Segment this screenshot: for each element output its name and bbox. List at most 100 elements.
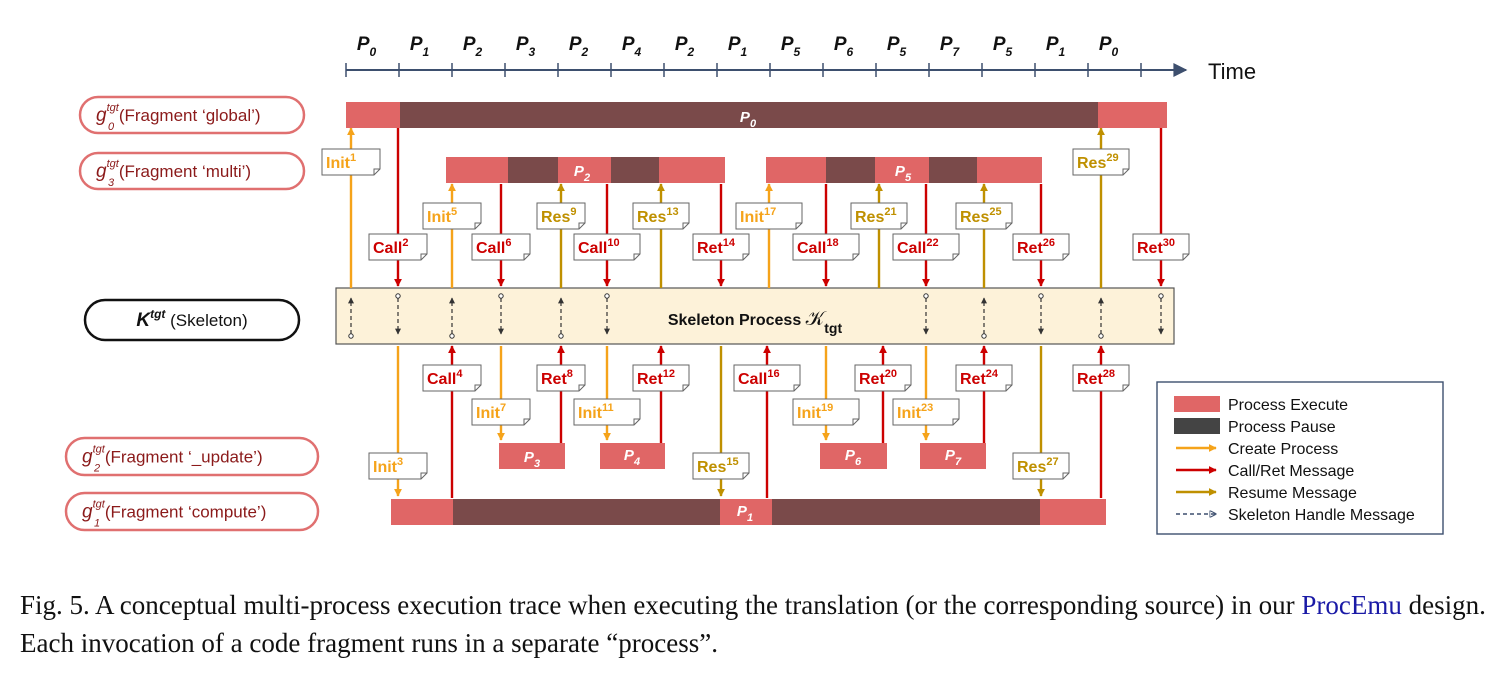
message-label-call-22: Call22 <box>892 233 960 261</box>
legend-item-box: Process Pause <box>1174 418 1336 436</box>
message-label-fold <box>904 384 911 391</box>
process-bar-label: P0 <box>740 109 757 130</box>
message-label-box <box>955 202 1013 230</box>
message-label-init-5: Init5 <box>422 202 482 230</box>
message-label-fold <box>1062 253 1069 260</box>
message-label-fold <box>1062 472 1069 479</box>
fragment-pill-subscript: 1 <box>94 518 100 530</box>
message-label-text: Init11 <box>578 402 614 422</box>
caption-link-procemu[interactable]: ProcEmu <box>1301 590 1402 620</box>
skeleton-handle-dot <box>981 333 987 339</box>
time-slot-label: P5 <box>887 34 907 59</box>
fragment-pill-g3: gtgt(Fragment ‘multi’)3 <box>78 151 306 191</box>
fragment-pill-subscript: 0 <box>108 121 115 133</box>
process-execute-segment <box>391 499 453 525</box>
message-label-fold <box>682 222 689 229</box>
process-bar-label: P3 <box>524 449 540 470</box>
message-label-box <box>850 202 908 230</box>
fragment-pill-border <box>78 95 306 135</box>
legend-label: Create Process <box>1228 441 1338 458</box>
fragment-pill-text: gtgt(Fragment ‘compute’) <box>82 499 266 523</box>
process-pause-segment <box>453 499 720 525</box>
message-label-fold <box>742 253 749 260</box>
message-label-fold <box>795 222 802 229</box>
message-label-fold <box>952 253 959 260</box>
process-execute-segment <box>1098 102 1167 128</box>
legend-label: Call/Ret Message <box>1228 463 1354 480</box>
process-bar-P4: P4 <box>600 443 665 469</box>
message-label-box <box>792 233 860 261</box>
message-label-fold <box>900 222 907 229</box>
process-execute-segment <box>1040 499 1106 525</box>
message-label-fold <box>952 418 959 425</box>
skeleton-handle-dot <box>348 333 354 339</box>
skeleton-handle-dot <box>1158 293 1164 299</box>
legend-item-arrow: Resume Message <box>1176 485 1357 502</box>
time-slot-label: P2 <box>569 34 589 59</box>
message-label-text: Init19 <box>797 402 833 422</box>
message-label-fold <box>852 418 859 425</box>
process-execute-segment <box>766 157 826 183</box>
message-label-text: Ret26 <box>1017 237 1055 257</box>
message-label-init-11: Init11 <box>573 398 641 426</box>
time-slot-label: P0 <box>357 34 377 59</box>
process-execute-segment <box>875 157 929 183</box>
message-label-text: Ret24 <box>960 368 999 388</box>
fragment-pill-k: Ktgt (Skeleton) <box>83 298 301 342</box>
message-label-text: Init7 <box>476 402 506 422</box>
process-bar-P2: P2 <box>446 157 725 184</box>
process-bar-P0: P0 <box>346 102 1167 130</box>
message-label-fold <box>523 418 530 425</box>
message-label-box <box>735 202 803 230</box>
message-label-res-29: Res29 <box>1072 148 1130 176</box>
message-label-fold <box>523 253 530 260</box>
message-label-ret-26: Ret26 <box>1012 233 1070 261</box>
process-bar-P6: P6 <box>820 443 887 469</box>
process-execute-segment <box>720 499 772 525</box>
message-label-fold <box>578 222 585 229</box>
message-label-box <box>321 148 381 176</box>
message-label-fold <box>1005 384 1012 391</box>
time-slot-label: P1 <box>728 34 748 59</box>
message-label-call-18: Call18 <box>792 233 860 261</box>
message-label-fold <box>852 253 859 260</box>
skeleton-band <box>335 287 1175 345</box>
message-label-fold <box>633 418 640 425</box>
figure-caption: Fig. 5. A conceptual multi-process execu… <box>20 586 1490 662</box>
process-pause-segment <box>826 157 875 183</box>
legend-item-dash: Skeleton Handle Message <box>1176 507 1415 524</box>
message-label-fold <box>1182 253 1189 260</box>
message-label-text: Res27 <box>1017 456 1059 476</box>
message-label-text: Call18 <box>797 237 839 257</box>
skeleton-handle-dot <box>449 333 455 339</box>
fragment-pill-g2: gtgt(Fragment ‘_update’)2 <box>64 436 320 477</box>
message-label-box <box>368 452 428 480</box>
process-execute-segment <box>659 157 725 183</box>
legend-item-arrow: Create Process <box>1176 441 1338 458</box>
message-label-box <box>368 233 428 261</box>
message-label-call-6: Call6 <box>471 233 531 261</box>
skeleton-handle-dot <box>1098 333 1104 339</box>
message-label-box <box>422 364 482 392</box>
message-label-box <box>471 233 531 261</box>
process-bar-label: P6 <box>845 447 862 468</box>
message-label-box <box>792 398 860 426</box>
message-label-res-13: Res13 <box>632 202 690 230</box>
time-slot-label: P1 <box>1046 34 1066 59</box>
message-label-box <box>536 364 586 392</box>
process-pause-segment <box>772 499 1040 525</box>
time-slot-label: P3 <box>516 34 536 59</box>
message-label-init-1: Init1 <box>321 148 381 176</box>
skeleton-process: Skeleton Process 𝒦tgt <box>335 287 1175 345</box>
message-label-box <box>692 452 750 480</box>
message-label-box <box>536 202 586 230</box>
caption-prefix: Fig. 5. A conceptual multi-process execu… <box>20 590 1302 620</box>
legend-item-box: Process Execute <box>1174 396 1348 414</box>
message-label-box <box>632 364 690 392</box>
legend-swatch <box>1174 418 1220 434</box>
process-pause-segment <box>611 157 659 183</box>
process-bar-label: P5 <box>895 163 912 184</box>
process-execute-segment <box>558 157 611 183</box>
